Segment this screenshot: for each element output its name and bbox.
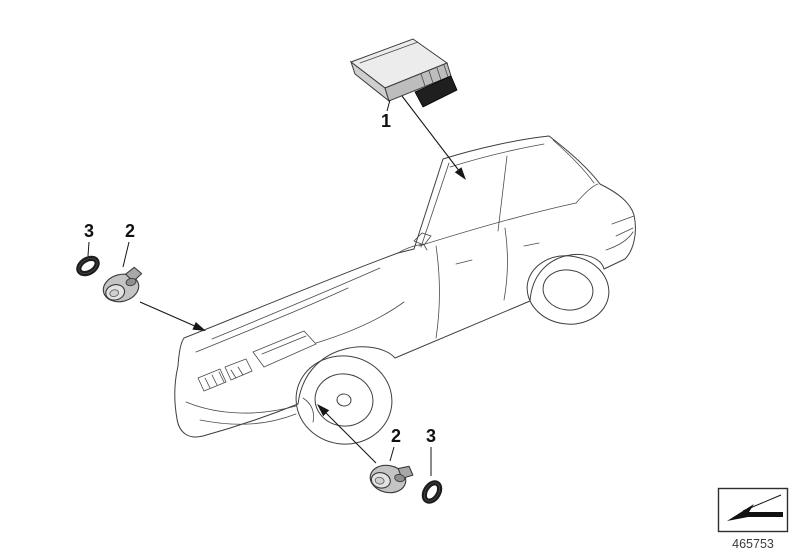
car-front-details [185,330,317,425]
callout-1-tick [386,99,391,112]
legend-box [717,487,789,533]
car-front-wheel [295,355,393,445]
car-rear-wheel [526,255,610,325]
leader-line-front-lower-sensor [317,404,377,464]
leader-line-front-left-sensor [139,301,206,331]
callout-3-left: 3 [84,221,94,241]
car-body [174,135,636,438]
car-illustration [174,135,636,445]
arrowhead [317,404,330,417]
arrowhead [454,167,466,180]
callout-2-lower-tick [389,446,395,462]
callout-1: 1 [381,111,391,131]
arrowhead [192,322,206,331]
direction-arrow-icon [727,494,783,521]
seal-front-left [76,255,100,277]
callout-2-left: 2 [125,221,135,241]
callout-2-lower: 2 [391,426,401,446]
pdc-sensor-front-left [98,265,148,306]
callout-3-lower: 3 [426,426,436,446]
leader-line-module [401,95,466,180]
pdc-sensor-front-lower [367,458,416,498]
callout-3-left-tick [87,241,90,257]
car-windows [397,139,599,339]
callout-2-left-tick [122,241,130,268]
seal-front-lower [421,480,443,504]
part-number: 465753 [732,537,774,551]
control-module-part [349,38,458,108]
